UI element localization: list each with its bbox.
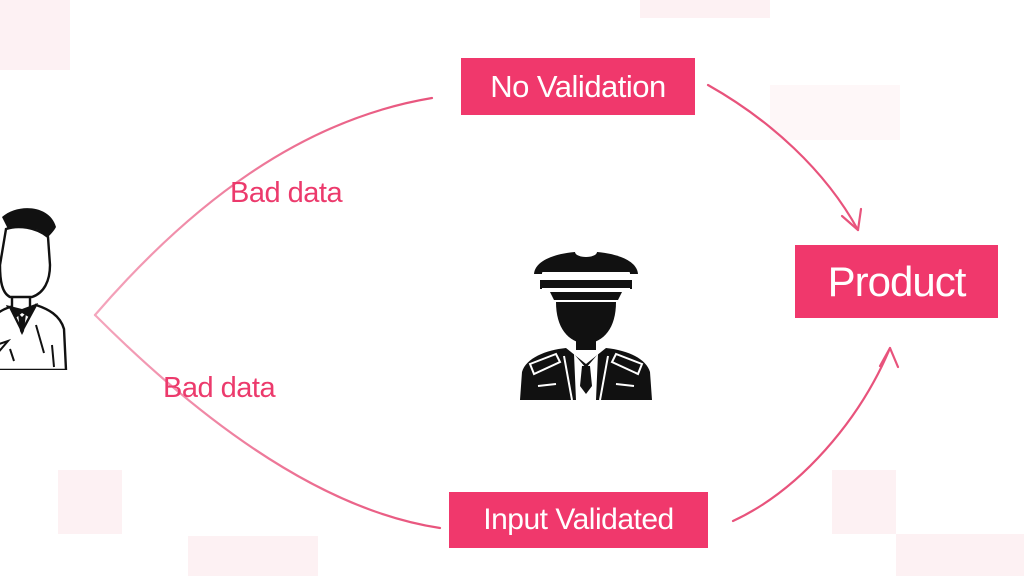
arrowhead-bottom bbox=[878, 346, 900, 369]
edge-user-to-input-validated bbox=[93, 313, 442, 530]
person-icon bbox=[0, 208, 68, 370]
background-square bbox=[640, 0, 770, 18]
input-validated-label: Input Validated bbox=[483, 503, 674, 536]
background-square bbox=[58, 470, 122, 534]
officer-icon bbox=[520, 247, 652, 400]
arrowhead-top bbox=[840, 207, 863, 232]
background-square bbox=[188, 536, 318, 576]
background-square bbox=[832, 470, 896, 534]
edge-label-bad-data-bottom: Bad data bbox=[163, 372, 276, 404]
background-square bbox=[896, 534, 1024, 576]
edge-no-validation-to-product bbox=[706, 83, 860, 232]
no-validation-box: No Validation bbox=[461, 58, 695, 115]
background-square bbox=[0, 0, 70, 70]
input-validated-box: Input Validated bbox=[449, 492, 708, 548]
product-box: Product bbox=[795, 245, 998, 318]
no-validation-label: No Validation bbox=[490, 68, 666, 104]
product-label: Product bbox=[827, 257, 967, 305]
edge-input-validated-to-product bbox=[731, 346, 892, 523]
edge-user-to-no-validation bbox=[93, 96, 434, 317]
edge-label-bad-data-top: Bad data bbox=[230, 177, 343, 209]
background-square bbox=[770, 85, 900, 140]
